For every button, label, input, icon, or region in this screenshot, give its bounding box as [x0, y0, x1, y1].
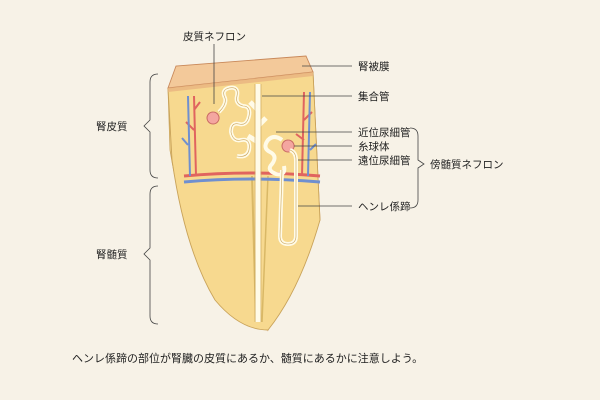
bracket-medulla [143, 185, 159, 325]
collecting-duct-edge [254, 84, 262, 322]
bracket-juxtamedullary [409, 127, 425, 209]
interlobular-vein-left [181, 95, 191, 177]
caption-note: ヘンレ係蹄の部位が腎臓の皮質にあるか、髄質にあるかに注意しよう。 [72, 351, 423, 365]
label-renal-cortex: 腎皮質 [96, 120, 128, 133]
interlobular-artery-left [185, 95, 201, 177]
tissue-body [167, 71, 321, 331]
cortical-glomerulus [206, 111, 220, 125]
label-distal-tubule: 遠位尿細管 [358, 154, 411, 167]
jm-loop-of-henle-outline [279, 149, 297, 245]
kidney-tissue-block [167, 55, 321, 332]
collecting-duct-tube [246, 84, 268, 322]
arcuate-artery [183, 171, 321, 178]
interlobular-artery-right [295, 91, 313, 177]
juxtamedullary-nephron [263, 135, 298, 247]
text-labels: 皮質ネフロン 腎被膜 集合管 近位尿細管 糸球体 遠位尿細管 傍髄質ネフロン ヘ… [72, 30, 504, 365]
label-loop-of-henle: ヘンレ係蹄 [358, 200, 411, 213]
label-proximal-tubule: 近位尿細管 [358, 126, 411, 139]
medulla-groove [251, 175, 257, 323]
label-renal-capsule: 腎被膜 [358, 60, 390, 73]
collecting-duct [246, 84, 268, 322]
interlobular-vein-right [307, 91, 317, 177]
label-cortical-nephron: 皮質ネフロン [183, 30, 246, 43]
jm-proximal-tubule [263, 135, 287, 177]
arcuate-vessels [183, 171, 321, 184]
capsule-band [168, 72, 313, 92]
cortical-nephron [206, 85, 252, 159]
label-collecting-duct: 集合管 [358, 90, 390, 103]
cortical-vessels [181, 91, 317, 177]
arcuate-vein [183, 177, 321, 184]
medulla-groove-2 [261, 175, 269, 323]
label-glomerulus: 糸球体 [358, 140, 390, 153]
label-renal-medulla: 腎髄質 [96, 248, 128, 261]
cortical-convoluted-tubule-outline [218, 87, 250, 157]
label-juxtamedullary-nephron: 傍髄質ネフロン [430, 158, 504, 171]
bracket-cortex [143, 73, 159, 179]
leader-lines [143, 44, 425, 325]
